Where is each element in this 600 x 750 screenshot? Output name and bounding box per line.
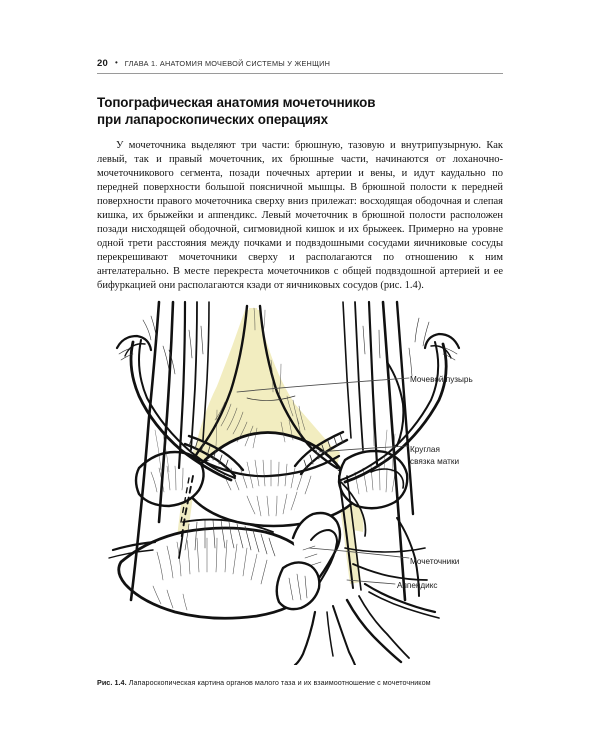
anatomical-illustration [97, 300, 503, 665]
label-round-ligament: Круглая связка матки [410, 444, 490, 467]
running-head: 20 • ГЛАВА 1. АНАТОМИЯ МОЧЕВОЙ СИСТЕМЫ У… [97, 58, 503, 69]
figure-caption: Рис. 1.4. Лапароскопическая картина орга… [97, 678, 503, 688]
label-appendix: Аппендикс [397, 581, 438, 590]
page-number: 20 [97, 58, 108, 69]
label-bladder: Мочевой пузырь [410, 375, 473, 384]
running-head-title: ГЛАВА 1. АНАТОМИЯ МОЧЕВОЙ СИСТЕМЫ У ЖЕНЩ… [124, 59, 331, 68]
page-title: Топографическая анатомия мочеточников пр… [97, 94, 507, 129]
page-title-line1: Топографическая анатомия мочеточников [97, 94, 376, 110]
figure-1-4: Мочевой пузырь Круглая связка матки Моче… [97, 300, 503, 690]
bullet-separator-icon: • [114, 58, 118, 67]
label-ureters: Мочеточники [410, 557, 460, 566]
figure-caption-number: Рис. 1.4. [97, 678, 127, 687]
label-round-ligament-line1: Круглая [410, 445, 440, 454]
body-paragraph: У мочеточника выделяют три части: брюшну… [97, 139, 503, 292]
figure-caption-text: Лапароскопическая картина органов малого… [128, 678, 431, 687]
header-divider [97, 73, 503, 74]
page-title-line2: при лапароскопических операциях [97, 112, 328, 128]
label-round-ligament-line2: связка матки [410, 456, 460, 466]
